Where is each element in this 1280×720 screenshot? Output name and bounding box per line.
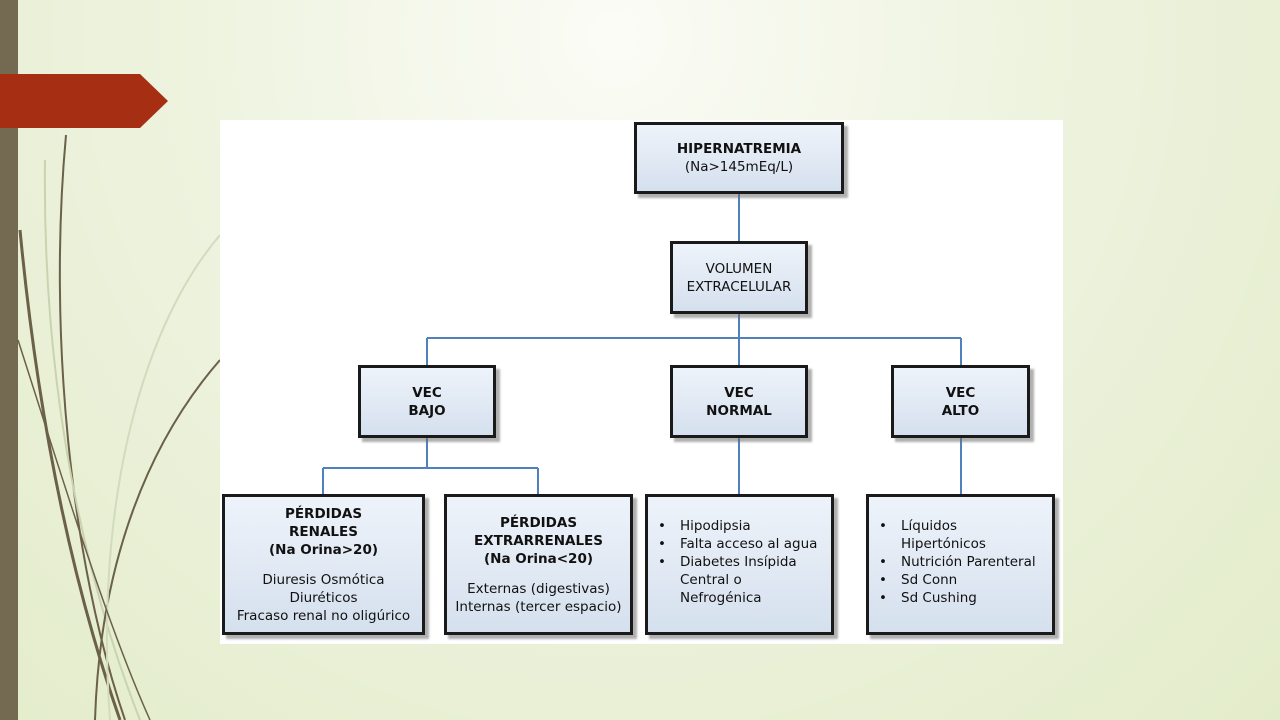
extrarrenales-detail-item: Internas (tercer espacio) xyxy=(455,598,622,615)
renales-detail-item: Fracaso renal no oligúrico xyxy=(236,607,411,624)
cause-item: Sd Conn xyxy=(879,571,1036,589)
node-extrarrenales-details: Externas (digestivas) Internas (tercer e… xyxy=(455,580,621,616)
renales-detail-item: Diuréticos xyxy=(289,589,358,606)
cause-item: Sd Cushing xyxy=(879,589,1036,607)
flowchart-panel: HIPERNATREMIA (Na>145mEq/L) VOLUMEN EXTR… xyxy=(220,120,1063,644)
node-vec-alto-line1: VEC xyxy=(945,384,976,401)
vec-normal-causes-list: Hipodipsia Falta acceso al agua Diabetes… xyxy=(648,517,817,607)
cause-item: Líquidos Hipertónicos xyxy=(879,517,1036,553)
node-vec-alto-line2: ALTO xyxy=(941,402,980,419)
node-vec-bajo: VEC BAJO xyxy=(358,365,496,438)
node-hipernatremia-title: HIPERNATREMIA xyxy=(676,141,802,157)
connector-lines xyxy=(322,194,962,495)
node-vec-normal-causes: Hipodipsia Falta acceso al agua Diabetes… xyxy=(645,494,834,635)
node-vec-alto-causes: Líquidos Hipertónicos Nutrición Parenter… xyxy=(866,494,1055,635)
title-accent-tab xyxy=(0,74,168,128)
node-vec-bajo-line2: BAJO xyxy=(408,402,446,419)
cause-item: Nutrición Parenteral xyxy=(879,553,1036,571)
renales-detail-item: Diuresis Osmótica xyxy=(262,571,385,588)
node-extrarrenales-line1: PÉRDIDAS xyxy=(499,514,578,531)
node-vec-normal: VEC NORMAL xyxy=(670,365,808,438)
node-extrarrenales-line2: EXTRARRENALES xyxy=(474,532,603,549)
cause-item: Hipodipsia xyxy=(658,517,817,535)
node-volumen-extracelular: VOLUMEN EXTRACELULAR xyxy=(670,241,808,314)
cause-item: Falta acceso al agua xyxy=(658,535,817,553)
cause-item: Diabetes Insípida Central o Nefrogénica xyxy=(658,553,817,607)
node-vec-normal-line1: VEC xyxy=(724,384,754,401)
extrarrenales-detail-item: Externas (digestivas) xyxy=(467,580,610,597)
node-perdidas-renales: PÉRDIDAS RENALES (Na Orina>20) Diuresis … xyxy=(222,494,425,635)
node-renales-details: Diuresis Osmótica Diuréticos Fracaso ren… xyxy=(237,571,410,625)
node-vec-normal-line2: NORMAL xyxy=(706,402,772,419)
node-hipernatremia: HIPERNATREMIA (Na>145mEq/L) xyxy=(634,122,844,194)
node-hipernatremia-subtitle: (Na>145mEq/L) xyxy=(684,159,794,175)
node-volumen-line2: EXTRACELULAR xyxy=(686,278,792,295)
node-renales-line3: (Na Orina>20) xyxy=(268,541,379,558)
left-accent-bar xyxy=(0,0,18,720)
node-vec-alto: VEC ALTO xyxy=(891,365,1030,438)
vec-alto-causes-list: Líquidos Hipertónicos Nutrición Parenter… xyxy=(869,517,1036,607)
node-extrarrenales-line3: (Na Orina<20) xyxy=(483,550,594,567)
node-perdidas-extrarrenales: PÉRDIDAS EXTRARRENALES (Na Orina<20) Ext… xyxy=(444,494,633,635)
node-volumen-line1: VOLUMEN xyxy=(705,260,773,277)
node-renales-line2: RENALES xyxy=(289,523,358,540)
node-renales-line1: PÉRDIDAS xyxy=(284,505,363,522)
decorative-curves xyxy=(17,134,221,720)
node-vec-bajo-line1: VEC xyxy=(412,384,442,401)
